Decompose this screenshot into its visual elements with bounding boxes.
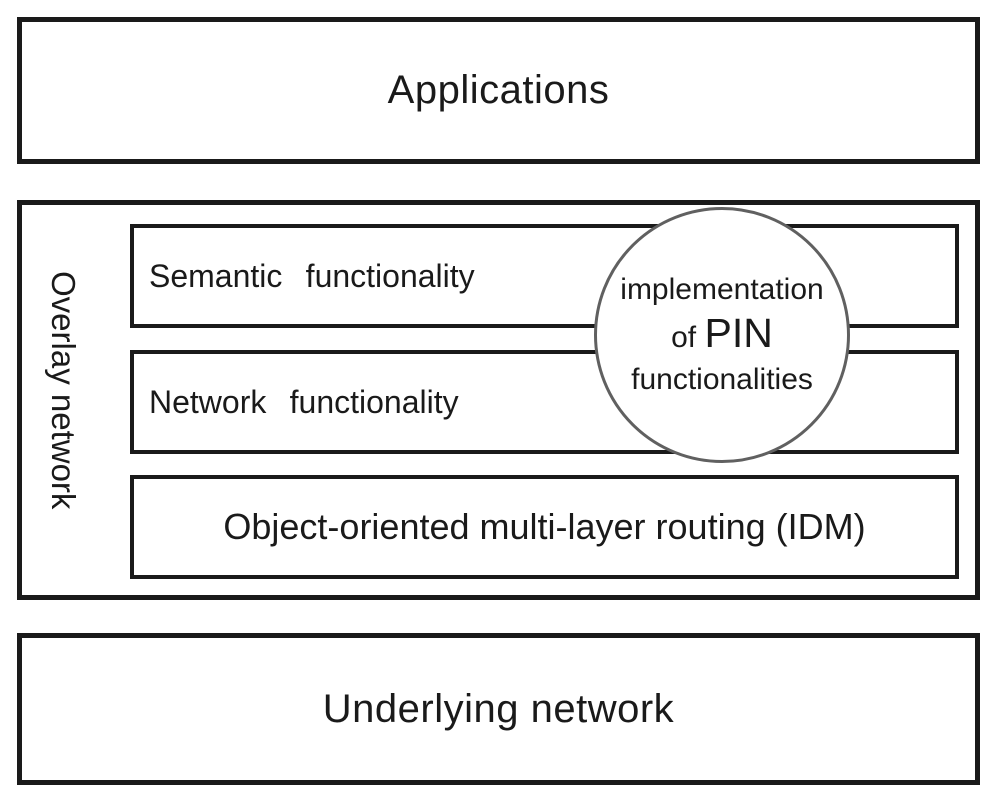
pin-circle-line2: of PIN xyxy=(671,311,773,359)
network-functionality-label: Network functionality xyxy=(149,383,459,420)
pin-acronym: PIN xyxy=(704,310,773,356)
semantic-functionality-box: Semantic functionality xyxy=(130,224,959,328)
pin-circle-line1: implementation xyxy=(620,273,824,306)
pin-implementation-circle: implementation of PIN functionalities xyxy=(594,207,850,463)
applications-label: Applications xyxy=(387,68,610,112)
idm-routing-box: Object-oriented multi-layer routing (IDM… xyxy=(130,475,959,579)
pin-circle-of: of xyxy=(671,321,697,354)
semantic-functionality-label: Semantic functionality xyxy=(149,257,475,294)
applications-layer-box: Applications xyxy=(17,17,980,164)
underlying-network-label: Underlying network xyxy=(322,686,675,731)
underlying-network-box: Underlying network xyxy=(17,633,980,785)
pin-circle-line3: functionalities xyxy=(631,363,813,396)
idm-routing-label: Object-oriented multi-layer routing (IDM… xyxy=(223,506,866,547)
overlay-network-side-label: Overlay network xyxy=(45,270,82,510)
